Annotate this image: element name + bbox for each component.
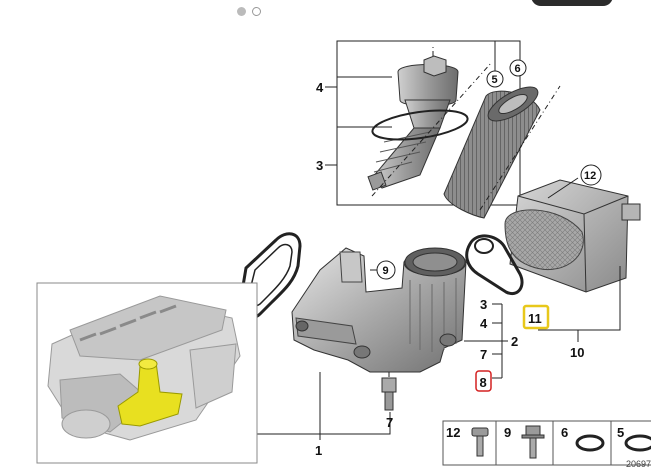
parts-legend: 12 9 6 5 [442, 420, 651, 466]
filter-element [443, 86, 541, 219]
label-7-bottom: 7 [386, 415, 393, 430]
legend-key-6: 6 [561, 425, 568, 440]
top-toolbar-fragment [531, 0, 613, 6]
callout-12 [580, 164, 602, 186]
label-5: 5 [492, 74, 498, 86]
drain-bolt [381, 377, 397, 411]
legend-oring-6 [575, 434, 605, 452]
legend-screw-12 [471, 427, 489, 437]
highlight-11 [522, 304, 550, 330]
pager-dot-2[interactable] [252, 7, 261, 16]
legend-key-9: 9 [504, 425, 511, 440]
legend-key-5: 5 [617, 425, 624, 440]
pager-dot-1[interactable] [237, 7, 246, 16]
callout-6 [509, 59, 527, 77]
legend-key-12: 12 [446, 425, 460, 440]
callout-9 [376, 260, 396, 280]
label-3-right: 3 [480, 297, 487, 312]
label-12: 12 [584, 170, 596, 182]
legend-oring-5 [624, 434, 651, 452]
oil-cooler [504, 179, 641, 293]
label-10: 10 [570, 345, 584, 360]
label-4-right: 4 [480, 316, 488, 331]
highlight-8-right [475, 370, 492, 392]
diagram-id: 20697 [625, 459, 651, 469]
label-1: 1 [315, 443, 322, 458]
label-4: 4 [316, 80, 324, 95]
label-7-right: 7 [480, 347, 487, 362]
callout-5 [486, 70, 504, 88]
label-8-right: 8 [480, 375, 487, 390]
image-pager [237, 7, 261, 16]
label-6: 6 [515, 63, 521, 75]
label-3: 3 [316, 158, 323, 173]
oil-filter-housing [291, 247, 467, 373]
label-9: 9 [383, 265, 389, 277]
label-11: 11 [528, 311, 542, 326]
gasket-right [465, 234, 524, 295]
label-2: 2 [511, 334, 518, 349]
engine-inset [36, 282, 258, 464]
